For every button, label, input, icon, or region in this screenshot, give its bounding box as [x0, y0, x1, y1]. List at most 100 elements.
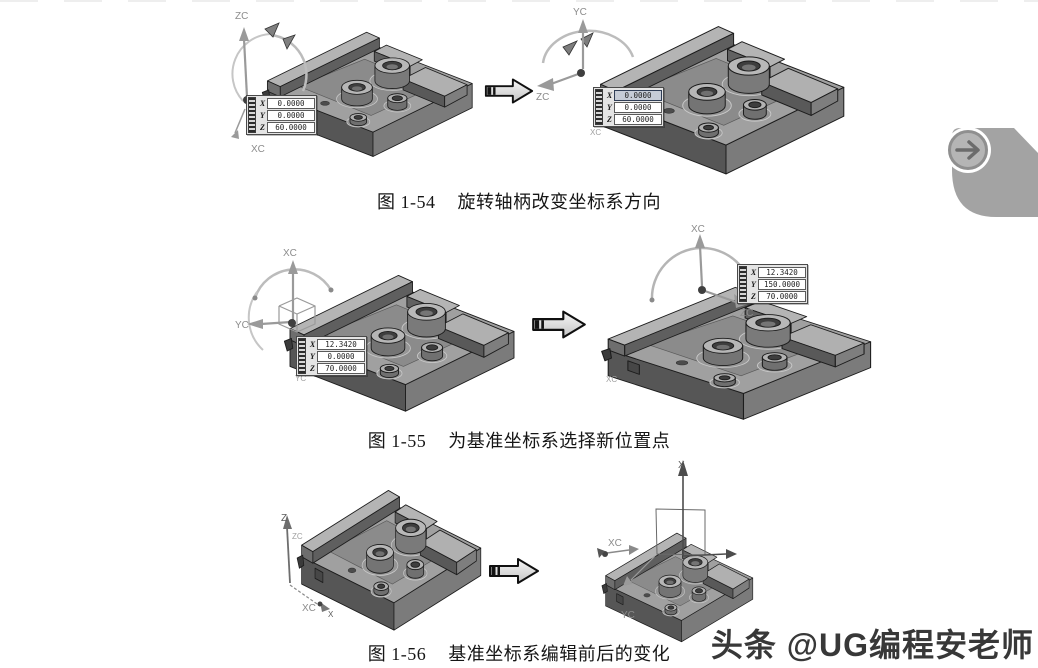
coord-value-z: 60.0000 [614, 113, 662, 125]
caption-text: 旋转轴柄改变坐标系方向 [457, 192, 661, 212]
axis-arrowhead [239, 27, 249, 41]
cad-view-1-55-after: XC ZC XC [601, 224, 872, 420]
coordinate-axes: Z ZC XC X [281, 513, 334, 619]
coordinate-axes: YC ZC XC [536, 7, 635, 137]
coord-value-z: 70.0000 [317, 362, 365, 374]
coord-value-x: 12.3420 [317, 338, 365, 350]
axis-arrowhead [726, 549, 737, 559]
coordinate-axes: X XC YC [597, 460, 737, 621]
axis-label: YC [621, 610, 635, 621]
axis-label: XC [283, 248, 297, 259]
cad-view-1-55-before: XC YC YC [235, 248, 515, 412]
coord-value-z: 60.0000 [267, 121, 315, 133]
axis-label: ZC [292, 532, 303, 541]
transform-arrow-icon [489, 558, 539, 584]
origin-ball [288, 319, 296, 327]
axis-arrowhead [578, 19, 588, 33]
coord-value-x: 0.0000 [267, 97, 315, 109]
axis-arrowhead [231, 130, 239, 139]
rotate-handle-icon [597, 548, 605, 558]
figure-caption: 图 1-54 旋转轴柄改变坐标系方向 [0, 188, 1038, 214]
axis-label: X [678, 460, 685, 471]
coord-value-y: 0.0000 [614, 101, 662, 113]
axis-label: XC [302, 603, 316, 614]
coord-label: Y [260, 110, 265, 120]
cad-view-1-56-before: Z ZC XC X [281, 489, 482, 631]
circle-arrow-right-icon [955, 140, 980, 160]
axis-label: YC [295, 374, 306, 383]
axis-label: XC [590, 128, 601, 137]
cad-view-1-54-after: YC ZC XC [536, 7, 845, 175]
caption-number: 图 1-54 [377, 192, 436, 212]
next-page-tab[interactable] [944, 117, 1038, 217]
axis-label: ZC [536, 92, 549, 103]
cad-view-1-56-after: X XC YC [597, 460, 754, 643]
coord-value-x: 0.0000 [614, 89, 662, 101]
scan-artifact-line [0, 0, 1038, 2]
coord-label: Y [607, 102, 612, 112]
coord-label: Y [751, 279, 756, 289]
coord-label: X [309, 339, 316, 349]
wireframe-box [278, 297, 316, 333]
axis-label: XC [606, 375, 617, 384]
axis-arrowhead [678, 460, 688, 476]
axis-arrowhead [288, 260, 298, 274]
rotate-handle-icon [282, 34, 296, 50]
axis-label: ZC [235, 11, 248, 22]
axis-arrowhead [283, 515, 292, 529]
coord-label: X [259, 98, 266, 108]
axis-label: YC [235, 320, 249, 331]
caption-text: 为基准坐标系选择新位置点 [448, 431, 671, 451]
figure-caption: 图 1-55 为基准坐标系选择新位置点 [0, 427, 1038, 453]
axis-label: Z [281, 513, 287, 524]
caption-number: 图 1-56 [367, 644, 427, 664]
coord-label: Z [607, 114, 612, 124]
axis-arrowhead [247, 319, 263, 329]
caption-number: 图 1-55 [367, 431, 427, 451]
axis-label: XC [608, 538, 622, 549]
coordinate-handle-strip [248, 97, 256, 133]
figure-caption: 图 1-56 基准坐标系编辑前后的变化 [0, 640, 1038, 666]
coord-label: Z [751, 291, 756, 301]
coord-value-y: 150.0000 [758, 278, 806, 290]
rotate-handle-icon [562, 40, 578, 56]
transform-arrow-icon [532, 310, 586, 339]
axis-label: XC [251, 144, 265, 155]
coord-value-y: 0.0000 [267, 109, 315, 121]
coord-label: Z [310, 363, 315, 373]
watermark-text: 头条 @UG编程安老师 [710, 627, 1034, 663]
coordinate-handle-strip [298, 338, 306, 374]
rotate-handle-icon [264, 22, 280, 38]
axis-label: ZC [740, 308, 753, 319]
transform-arrow-icon [484, 78, 534, 104]
coordinate-axes: XC YC YC [235, 248, 334, 383]
axis-arrowhead [629, 545, 639, 555]
coord-value-z: 70.0000 [758, 290, 806, 302]
axis-arrowhead [320, 602, 330, 612]
axis-arrowhead [623, 576, 633, 586]
caption-text: 基准坐标系编辑前后的变化 [448, 644, 671, 664]
axis-arrowhead [537, 78, 554, 91]
axis-label: X [328, 610, 334, 619]
origin-ball [317, 601, 323, 607]
coord-label: X [606, 90, 613, 100]
coord-label: Y [310, 351, 315, 361]
axis-arrowhead [695, 234, 705, 248]
coord-value-x: 12.3420 [758, 266, 806, 278]
